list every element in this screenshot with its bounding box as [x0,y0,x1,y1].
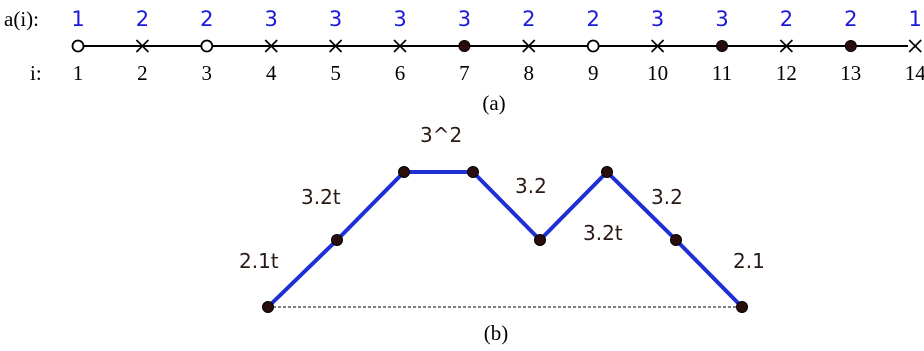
open-circle-marker [586,39,600,53]
path-point [262,301,274,313]
cross-marker [135,39,149,53]
part-b: 2.1t 3.2t 3^2 3.2 3.2t 3.2 2.1 (b) [239,123,765,345]
a-value: 2 [522,7,535,31]
caption-b: (b) [484,321,509,345]
cross-marker [779,39,793,53]
i-index: 5 [330,61,341,85]
a-value: 2 [780,7,793,31]
filled-circle-marker [458,40,471,52]
i-index: 13 [840,61,861,85]
cross-marker [522,39,536,53]
open-circle-marker [200,39,214,53]
i-index: 1 [73,61,84,85]
cross-marker [908,39,922,53]
path-points [262,166,748,313]
i-index: 2 [137,61,148,85]
a-value: 2 [136,7,149,31]
segment-labels: 2.1t 3.2t 3^2 3.2 3.2t 3.2 2.1 [239,123,765,273]
i-index: 10 [647,61,668,85]
i-index: 6 [395,61,406,85]
a-value: 3 [715,7,728,31]
segment-label: 2.1 [733,249,765,273]
path-polyline [266,170,744,309]
a-value: 2 [587,7,600,31]
a-value: 2 [844,7,857,31]
segment-label: 3.2t [583,221,623,245]
a-value: 1 [909,7,922,31]
path-point [670,234,682,246]
a-value: 2 [200,7,213,31]
i-index: 11 [712,61,732,85]
a-value: 3 [329,7,342,31]
path-point [467,166,479,178]
cross-marker [329,39,343,53]
a-value: 1 [71,7,84,31]
open-circle-marker [71,39,85,53]
i-index: 7 [459,61,470,85]
path-point [331,234,343,246]
row-label-i: i: [30,61,42,85]
row-label-a: a(i): [4,7,39,31]
a-markers [71,39,922,53]
segment-label: 3^2 [420,123,462,147]
segment-label: 2.1t [239,249,279,273]
path-point [534,234,546,246]
cross-marker [264,39,278,53]
a-value: 3 [651,7,664,31]
a-values: 1 2 2 3 3 3 3 2 2 3 3 2 2 1 [71,7,922,31]
i-index: 3 [202,61,213,85]
a-value: 3 [458,7,471,31]
segment-label: 3.2 [651,185,683,209]
segment-label: 3.2 [515,174,547,198]
i-index: 9 [588,61,599,85]
i-index: 4 [266,61,277,85]
caption-a: (a) [482,91,505,115]
cross-marker [651,39,665,53]
i-index: 14 [905,61,924,85]
path-point [601,166,613,178]
a-value: 3 [265,7,278,31]
i-index: 8 [524,61,535,85]
i-index: 12 [776,61,797,85]
path-point [398,166,410,178]
path-point [736,301,748,313]
cross-marker [393,39,407,53]
segment-label: 3.2t [301,185,341,209]
a-value: 3 [393,7,406,31]
filled-circle-marker [716,40,728,52]
filled-circle-marker [844,40,857,52]
